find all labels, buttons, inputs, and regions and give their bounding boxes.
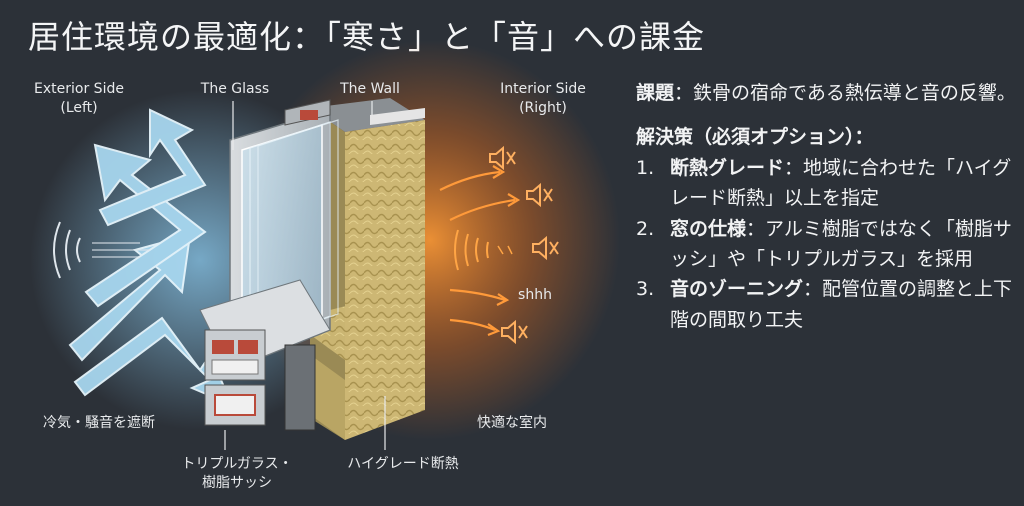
label-cold-noise-blocked: 冷気・騒音を遮断 (43, 415, 155, 431)
item-number: 3. (636, 278, 655, 301)
exterior-sound-waves-icon (53, 221, 150, 279)
item-heading: 音のゾーニング (670, 278, 804, 301)
label-interior-side: Interior Side (Right) (500, 81, 586, 116)
label-high-grade-insulation: ハイグレード断熱 (347, 456, 459, 472)
list-item: 2. 窓の仕様：アルミ樹脂ではなく「樹脂サッシ」や「トリプルガラス」を採用 (636, 214, 1016, 275)
label-triple-glass-resin-sash: トリプルガラス・ 樹脂サッシ (181, 456, 293, 491)
list-item: 3. 音のゾーニング：配管位置の調整と上下階の間取り工夫 (636, 274, 1016, 335)
label-comfortable-room: 快適な室内 (477, 415, 547, 431)
item-text: ：配管位置の調整と上下階の間取り工夫 (670, 278, 1013, 331)
solution-heading: 解決策（必須オプション）： (636, 126, 874, 149)
item-text: ：アルミ樹脂ではなく「樹脂サッシ」や「トリプルガラス」を採用 (670, 217, 1012, 270)
info-panel: 課題：鉄骨の宿命である熱伝導と音の反響。 解決策（必須オプション）： 1. 断熱… (636, 78, 1016, 335)
warm-arrows (439, 165, 521, 337)
item-text: ：地域に合わせた「ハイグレード断熱」以上を指定 (670, 156, 1012, 210)
solution-list: 1. 断熱グレード：地域に合わせた「ハイグレード断熱」以上を指定 2. 窓の仕様… (636, 153, 1016, 335)
item-number: 1. (636, 156, 655, 179)
label-the-glass: The Glass (200, 81, 270, 97)
interior-sound-waves-icon (454, 229, 513, 271)
list-item: 1. 断熱グレード：地域に合わせた「ハイグレード断熱」以上を指定 (636, 153, 1016, 214)
label-the-wall: The Wall (340, 81, 400, 97)
muted-speaker-icons (489, 145, 559, 345)
issue-heading: 課題 (636, 82, 675, 104)
label-exterior-side: Exterior Side (Left) (34, 81, 124, 116)
issue-block: 課題：鉄骨の宿命である熱伝導と音の反響。 (636, 78, 1016, 108)
page-title: 居住環境の最適化：「寒さ」と「音」への課金 (28, 18, 706, 56)
label-shhh: shhh (518, 287, 552, 303)
label-pointer-lines (224, 101, 386, 450)
item-number: 2. (636, 217, 655, 240)
issue-text: ：鉄骨の宿命である熱伝導と音の反響。 (674, 82, 1016, 104)
item-heading: 断熱グレード (670, 156, 785, 179)
item-heading: 窓の仕様 (670, 217, 747, 240)
triple-glass-window (199, 99, 339, 431)
